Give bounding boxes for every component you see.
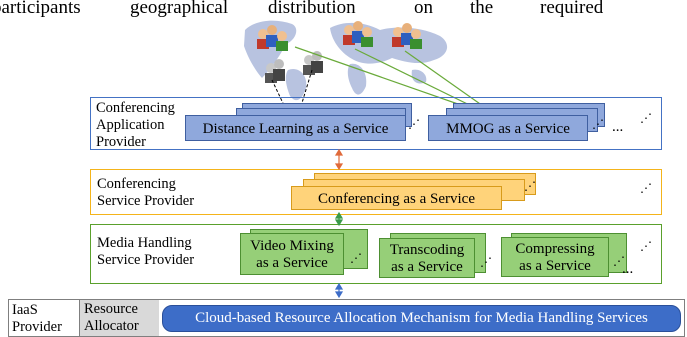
service-mmog: MMOG as a Service (428, 115, 588, 141)
ellipsis: ... (622, 261, 634, 277)
word: geographical (130, 0, 229, 18)
resource-allocation-mechanism: Cloud-based Resource Allocation Mechanis… (162, 305, 681, 332)
word: the (470, 0, 494, 18)
service-transcoding: Transcoding as a Service (379, 238, 475, 278)
service-distance-learning: Distance Learning as a Service (185, 115, 406, 141)
more-icon: ⋰ (350, 251, 362, 265)
more-icon: ⋰ (480, 255, 492, 269)
more-icon: ⋰ (640, 239, 652, 253)
iaas-provider-label: IaaS Provider (12, 302, 62, 335)
more-icon: ⋰ (408, 117, 420, 131)
ellipsis: ... (612, 119, 624, 135)
layer-media-provider: Media Handling Service Provider (90, 224, 662, 284)
paper-text-fragment: participants geographical distribution o… (0, 0, 687, 18)
more-icon: ⋰ (592, 117, 604, 131)
more-icon: ⋰ (524, 179, 536, 193)
word: distribution (268, 0, 356, 18)
layer-conferencing-provider: Conferencing Service Provider (90, 169, 662, 215)
word: required (540, 0, 604, 18)
resource-allocator-label: Resource Allocator (79, 300, 159, 336)
layer-label: Conferencing Application Provider (96, 100, 175, 150)
service-video-mixing: Video Mixing as a Service (240, 233, 344, 275)
layer-label: Conferencing Service Provider (97, 176, 195, 209)
participant-icons (257, 21, 422, 83)
connector-media-iaas (334, 282, 344, 299)
connector-application-conferencing (334, 148, 344, 171)
service-conferencing: Conferencing as a Service (291, 186, 502, 210)
layer-application-provider: Conferencing Application Provider (90, 97, 662, 150)
service-compressing: Compressing as a Service (501, 237, 609, 277)
more-icon: ⋰ (640, 111, 652, 125)
connector-conferencing-media (334, 211, 344, 227)
word: on (414, 0, 433, 18)
layer-label: Media Handling Service Provider (97, 235, 195, 268)
more-icon: ⋰ (640, 181, 652, 195)
word: participants (0, 0, 81, 18)
more-icon: ⋰ (613, 254, 625, 268)
